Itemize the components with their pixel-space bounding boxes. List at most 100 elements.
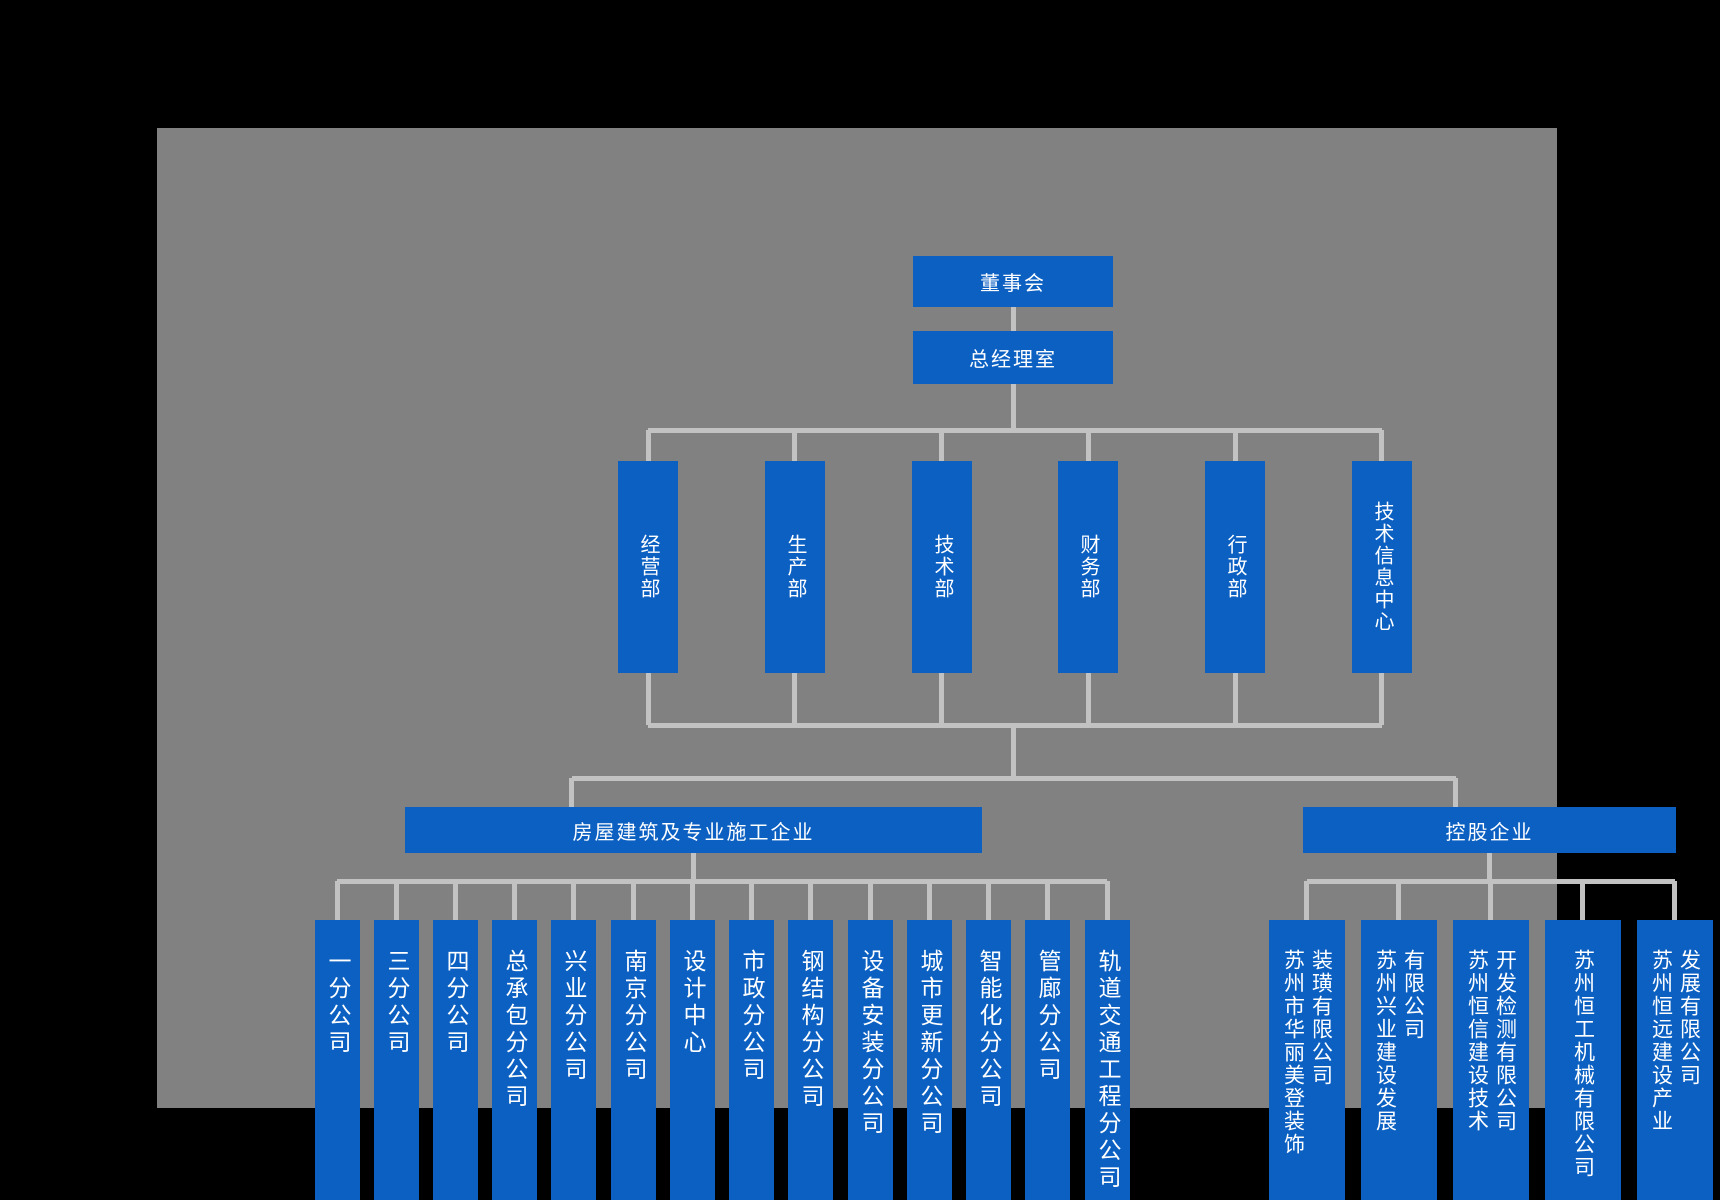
connector-branch-drop xyxy=(868,881,873,920)
org-node-subsidiary-1: 苏州兴业建设发展 有限公司 xyxy=(1361,920,1437,1200)
org-node-label: 发展有限公司 xyxy=(1677,949,1701,1087)
org-node-branch-3: 总承包分公司 xyxy=(492,920,537,1200)
org-node-label: 轨道交通工程分公司 xyxy=(1095,949,1121,1192)
connector-dept-out xyxy=(1086,673,1091,725)
org-node-label: 总承包分公司 xyxy=(502,949,528,1111)
org-node-gm-office: 总经理室 xyxy=(913,331,1113,384)
org-node-branch-11: 智能化分公司 xyxy=(966,920,1011,1200)
org-node-board: 董事会 xyxy=(913,256,1113,307)
org-node-branch-13: 轨道交通工程分公司 xyxy=(1085,920,1130,1200)
org-node-branch-12: 管廊分公司 xyxy=(1025,920,1070,1200)
org-node-branch-0: 一分公司 xyxy=(315,920,360,1200)
org-node-label: 苏州兴业建设发展 xyxy=(1373,949,1397,1133)
org-node-dept-2: 技术部 xyxy=(912,461,972,673)
org-node-label: 城市更新分公司 xyxy=(917,949,943,1138)
connector-branch-drop xyxy=(808,881,813,920)
org-node-label: 开发检测有限公司 xyxy=(1493,949,1517,1133)
connector-dept-out xyxy=(792,673,797,725)
org-node-subsidiary-2: 苏州恒信建设技术 开发检测有限公司 xyxy=(1453,920,1529,1200)
org-node-label: 经营部 xyxy=(637,534,659,600)
connector-branch-drop xyxy=(690,881,695,920)
org-node-label: 钢结构分公司 xyxy=(798,949,824,1111)
connector-dept-drop xyxy=(1379,430,1384,461)
connector-subsidiary-drop xyxy=(1304,881,1309,920)
org-node-group-holdings: 控股企业 xyxy=(1303,807,1676,853)
connector-dept-drop xyxy=(646,430,651,461)
connector-group-right-in xyxy=(1453,778,1458,808)
org-node-label: 行政部 xyxy=(1224,534,1246,600)
org-node-label: 四分公司 xyxy=(443,949,469,1057)
org-node-label: 苏州恒远建设产业 xyxy=(1649,949,1673,1133)
org-chart-panel: 董事会 总经理室 经营部 生产部 技术部 财务部 行政部 技术信息中心 房屋建筑… xyxy=(157,128,1713,1200)
connector-branch-drop xyxy=(453,881,458,920)
org-node-branch-7: 市政分公司 xyxy=(729,920,774,1200)
org-node-branch-8: 钢结构分公司 xyxy=(788,920,833,1200)
connector-subsidiary-drop xyxy=(1488,881,1493,920)
org-node-label: 生产部 xyxy=(784,534,806,600)
org-node-label: 财务部 xyxy=(1077,534,1099,600)
connector-center-down xyxy=(1011,725,1016,778)
connector-dept-out xyxy=(1233,673,1238,725)
connector-dept-top-rail xyxy=(648,428,1382,433)
connector-subsidiary-drop xyxy=(1672,881,1677,920)
connector-branch-drop xyxy=(335,881,340,920)
org-node-branch-10: 城市更新分公司 xyxy=(907,920,952,1200)
org-node-label: 管廊分公司 xyxy=(1035,949,1061,1084)
org-node-branch-6: 设计中心 xyxy=(670,920,715,1200)
org-node-label: 董事会 xyxy=(980,273,1046,295)
org-node-branch-4: 兴业分公司 xyxy=(551,920,596,1200)
connector-group-right-out xyxy=(1487,853,1492,881)
org-node-dept-0: 经营部 xyxy=(618,461,678,673)
connector-branch-drop xyxy=(512,881,517,920)
org-node-label: 苏州恒工机械有限公司 xyxy=(1571,949,1595,1179)
org-node-label: 设备安装分公司 xyxy=(858,949,884,1138)
connector-board-gm xyxy=(1011,307,1016,331)
org-node-dept-5: 技术信息中心 xyxy=(1352,461,1412,673)
org-node-label: 设计中心 xyxy=(680,949,706,1057)
org-node-label: 兴业分公司 xyxy=(561,949,587,1084)
connector-dept-out xyxy=(939,673,944,725)
connector-dept-drop xyxy=(1086,430,1091,461)
org-node-branch-9: 设备安装分公司 xyxy=(848,920,893,1200)
connector-branch-drop xyxy=(1045,881,1050,920)
connector-dept-out xyxy=(1379,673,1384,725)
org-node-branch-2: 四分公司 xyxy=(433,920,478,1200)
connector-group-rail xyxy=(572,776,1456,781)
connector-branch-drop xyxy=(631,881,636,920)
org-node-label: 苏州市华丽美登装饰 xyxy=(1281,949,1305,1156)
org-node-label: 控股企业 xyxy=(1445,821,1534,844)
org-node-label: 房屋建筑及专业施工企业 xyxy=(572,821,815,844)
connector-subsidiary-drop xyxy=(1396,881,1401,920)
org-node-label: 总经理室 xyxy=(969,349,1057,371)
connector-branch-drop xyxy=(749,881,754,920)
connector-group-left-in xyxy=(569,778,574,808)
org-node-dept-4: 行政部 xyxy=(1205,461,1265,673)
connector-branch-drop xyxy=(1105,881,1110,920)
org-node-label: 有限公司 xyxy=(1401,949,1425,1041)
org-node-dept-1: 生产部 xyxy=(765,461,825,673)
org-node-label: 南京分公司 xyxy=(621,949,647,1084)
connector-dept-out xyxy=(646,673,651,725)
org-node-branch-5: 南京分公司 xyxy=(611,920,656,1200)
connector-dept-drop xyxy=(1233,430,1238,461)
connector-dept-drop xyxy=(792,430,797,461)
org-node-label: 智能化分公司 xyxy=(976,949,1002,1111)
connector-branch-drop xyxy=(394,881,399,920)
org-node-label: 技术信息中心 xyxy=(1371,501,1393,633)
org-node-subsidiary-4: 苏州恒远建设产业 发展有限公司 xyxy=(1637,920,1713,1200)
org-node-dept-3: 财务部 xyxy=(1058,461,1118,673)
org-node-branch-1: 三分公司 xyxy=(374,920,419,1200)
org-node-label: 三分公司 xyxy=(384,949,410,1057)
org-node-label: 技术部 xyxy=(931,534,953,600)
connector-branch-drop xyxy=(571,881,576,920)
org-node-label: 装璜有限公司 xyxy=(1309,949,1333,1087)
connector-branch-rail xyxy=(337,879,1107,884)
connector-dept-drop xyxy=(939,430,944,461)
org-node-label: 一分公司 xyxy=(325,949,351,1057)
connector-branch-drop xyxy=(927,881,932,920)
org-node-subsidiary-0: 苏州市华丽美登装饰 装璜有限公司 xyxy=(1269,920,1345,1200)
org-node-group-construction: 房屋建筑及专业施工企业 xyxy=(405,807,982,853)
connector-group-left-out xyxy=(691,853,696,881)
org-node-label: 苏州恒信建设技术 xyxy=(1465,949,1489,1133)
